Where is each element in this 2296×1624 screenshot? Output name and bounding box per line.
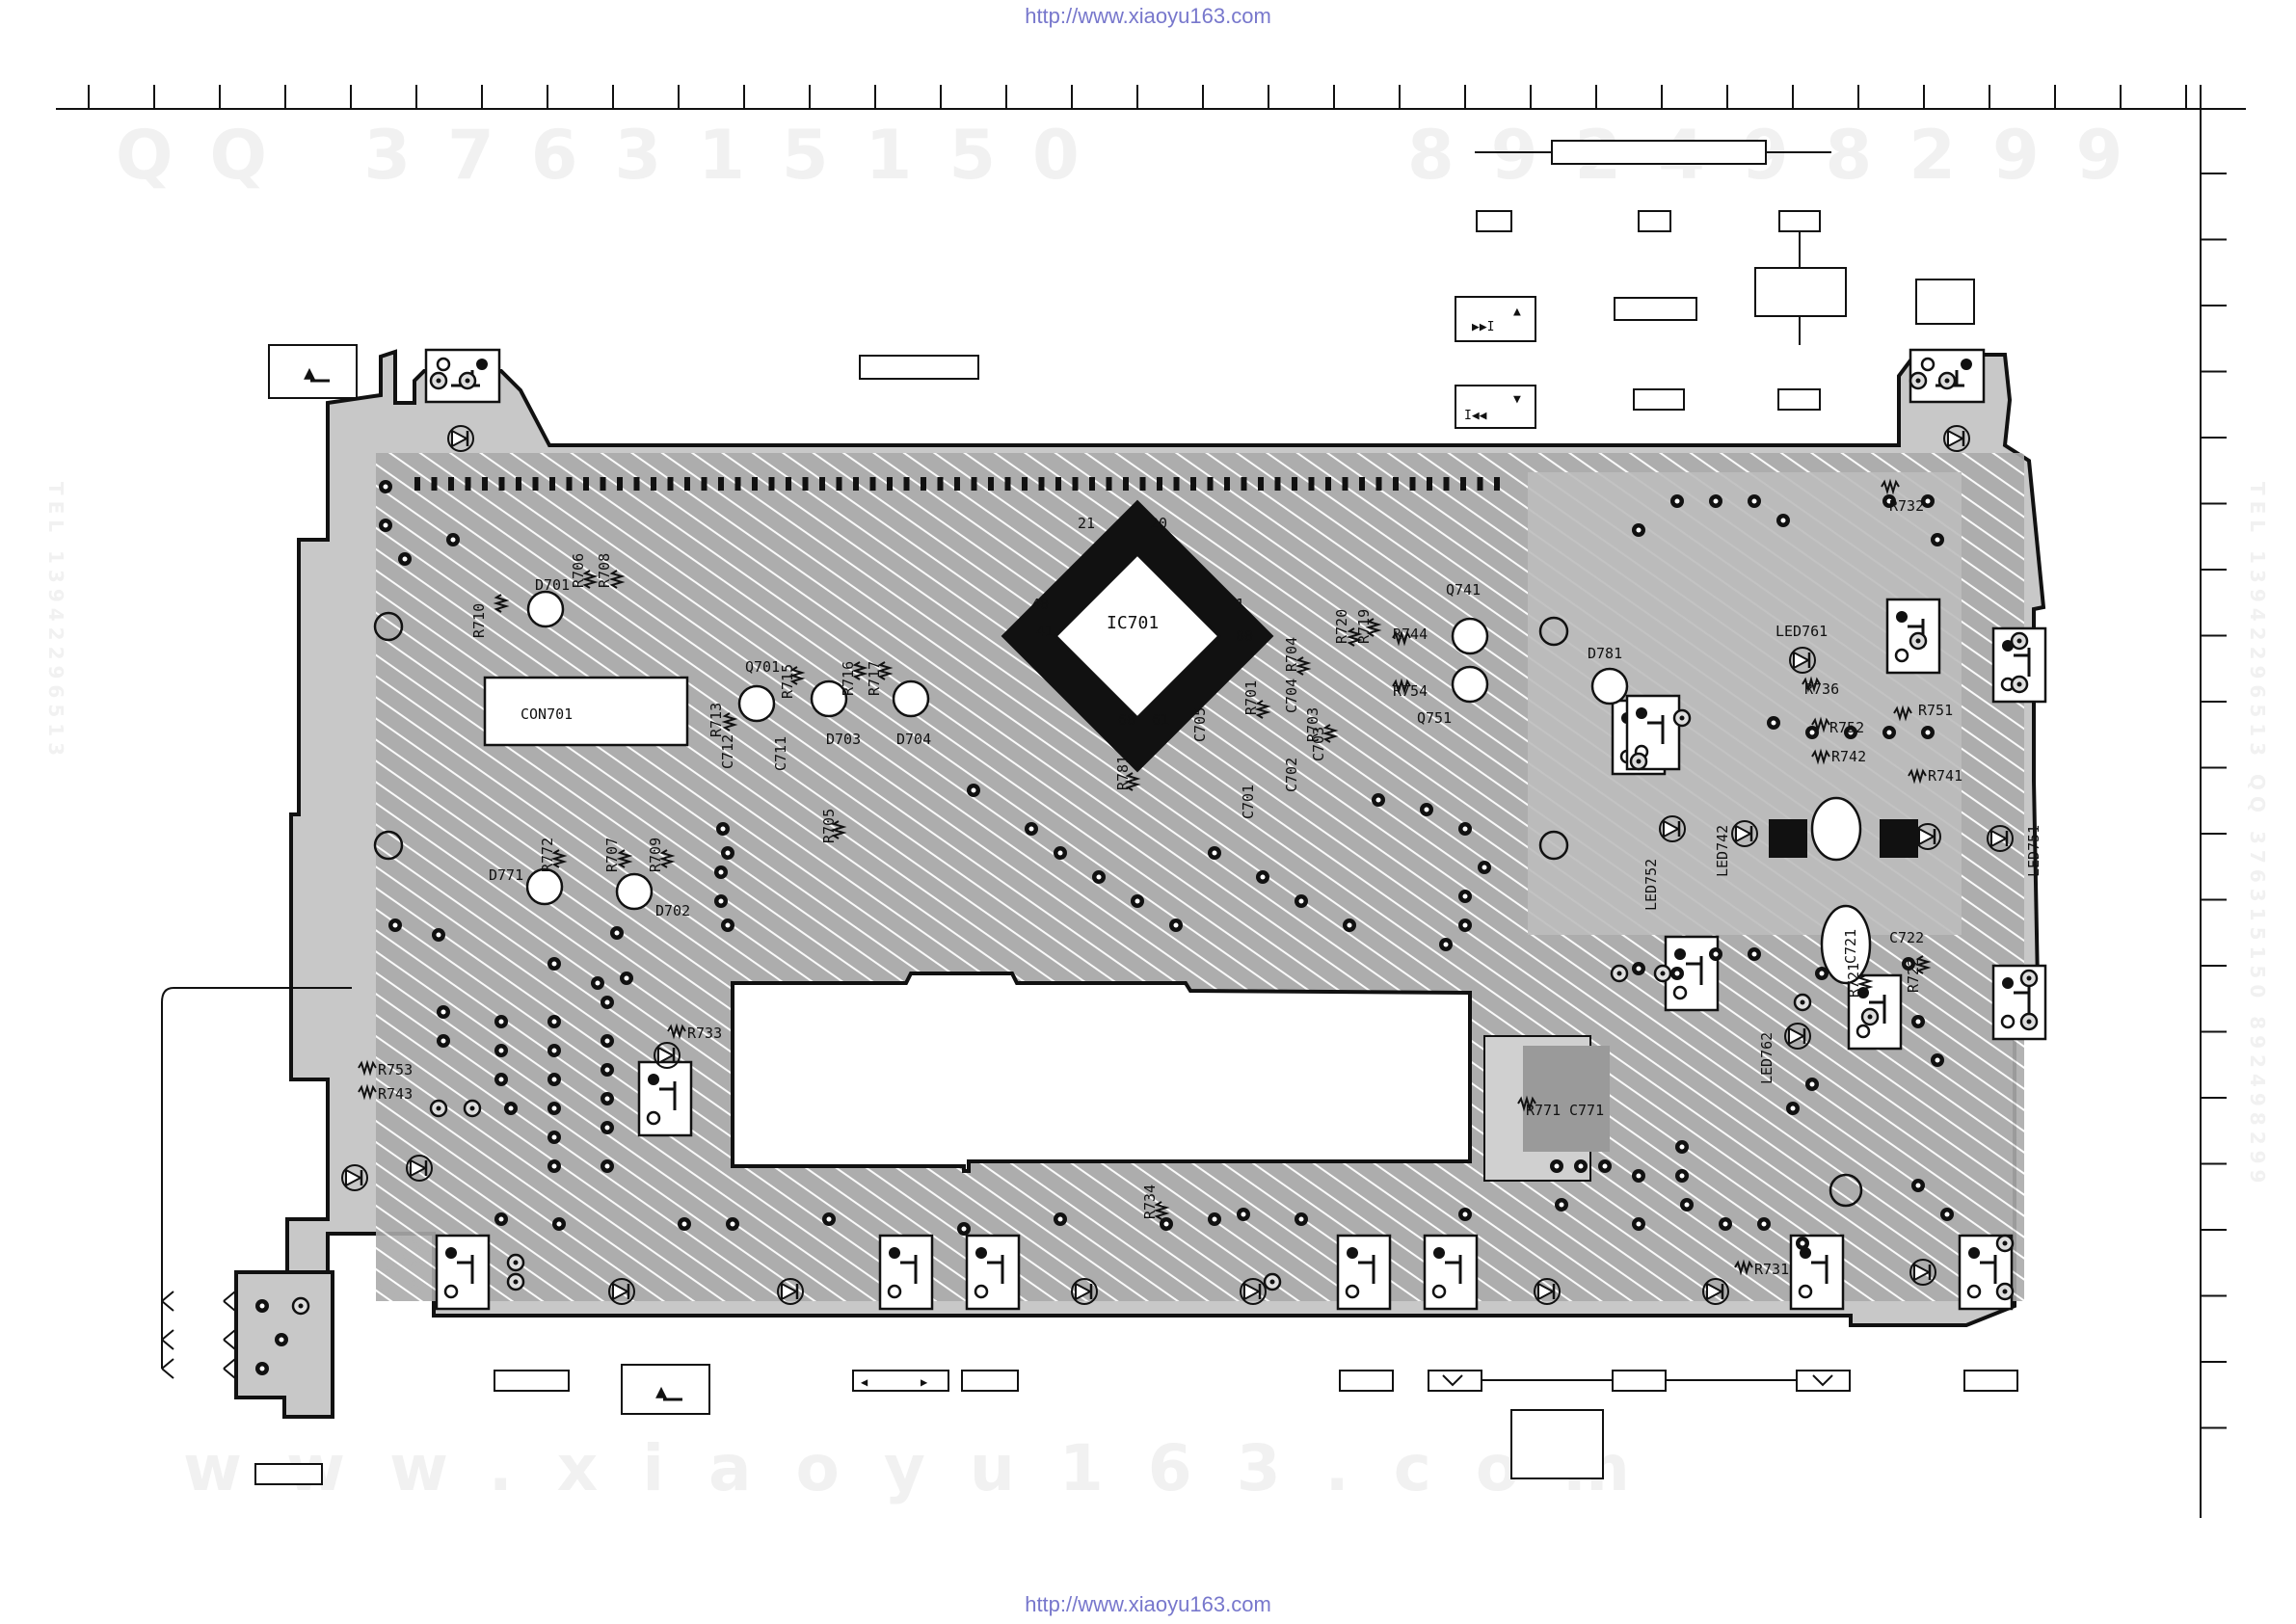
left-wire [161,987,352,1379]
resistor-label: R706 [570,553,587,588]
resistor-label: R781 [1114,756,1132,790]
resistor-label: R753 [378,1061,413,1078]
resistor-label: R772 [539,838,556,872]
pin-21-label: 21 [1078,515,1095,532]
resistor-label: R741 [1928,767,1962,785]
pcb-board [285,348,2047,1327]
capacitor-label: C711 [772,736,789,771]
d771-label: D771 [489,866,523,884]
resistor-label: R703 [1304,707,1322,742]
pin-1-label: 1 [1236,596,1244,613]
eject-symbol-bottom: ▲ [655,1379,667,1402]
watermark-tel-right: TEL 13942296513 QQ 376315150 892498299 [2246,482,2269,1189]
capacitor-label: C701 [1240,785,1257,819]
top-source-url[interactable]: http://www.xiaoyu163.com [1025,4,1271,28]
d704-label: D704 [896,731,931,748]
outside-symbols: ▲ ▶▶I ▲ I◀◀ ▼ ▲ ◀ ▶ [304,305,1521,1402]
ic701-label: IC701 [1107,613,1159,633]
resistor-label: R754 [1393,682,1428,700]
resistor-label: R743 [378,1085,413,1103]
watermark-qq: QQ 376315150 [116,116,1116,195]
resistor-label: R742 [1831,748,1866,765]
resistor-label: R710 [470,603,488,638]
resistor-label: R713 [707,703,725,737]
resistor-label: R752 [1829,719,1864,736]
resistor-label: R720 [1333,609,1350,644]
con701-label: CON701 [521,706,573,723]
resistor-label: R701 [1242,680,1260,715]
capacitor-label: C712 [719,734,736,769]
d702-label: D702 [655,902,690,919]
led761-label: LED761 [1775,623,1828,640]
capacitor-label: C705 [1191,707,1209,742]
resistor-label: R734 [1141,1185,1159,1219]
capacitor-label: C702 [1283,758,1300,792]
resistor-label: R717 [866,661,883,696]
led751-label: LED751 [2025,825,2042,877]
skip-prev-symbol: I◀◀ [1464,409,1487,423]
capacitor-label: C704 [1283,679,1300,713]
resistor-label: R709 [647,838,664,872]
resistor-label: R771 [1526,1102,1561,1119]
d701-label: D701 [535,576,570,594]
d703-label: D703 [826,731,861,748]
pin-20-label: 20 [1150,515,1167,532]
pin-61-label: 61 [1152,711,1169,729]
resistor-label: R736 [1804,680,1839,698]
pin-40-label: 40 [1031,596,1049,613]
q751-label: Q751 [1417,709,1452,727]
d781-label: D781 [1588,645,1622,662]
resistor-label: R705 [820,809,838,843]
resistor-label: R751 [1918,702,1953,719]
down-symbol: ▼ [1513,392,1521,407]
capacitor-label: C703 [1310,727,1327,761]
resistor-label: R716 [840,661,857,696]
watermark-site: www.xiaoyu163.com [183,1431,1674,1505]
q741-label: Q741 [1446,581,1481,599]
pin-80-label: 80 [1236,627,1253,645]
capacitor-label: C721 [1842,929,1859,964]
left-symbol: ◀ [861,1375,868,1389]
resistor-label: R722 [1905,958,1922,993]
up-symbol: ▲ [1513,305,1521,319]
resistor-label: R731 [1754,1261,1789,1278]
resistor-label: R721 [1845,963,1862,998]
capacitor-label: C771 [1569,1102,1604,1119]
bottom-left-connector [234,1270,334,1419]
resistor-label: R704 [1283,637,1300,672]
outside-boxes [254,140,2018,1485]
resistor-label: R707 [603,838,621,872]
bottom-source-url[interactable]: http://www.xiaoyu163.com [1025,1592,1271,1616]
led742-label: LED742 [1714,825,1731,877]
eject-symbol-top: ▲ [304,360,315,384]
resistor-label: R744 [1393,626,1428,643]
component-labels: IC701 CON701 Q701 Q741 Q751 D701 D702 D7… [489,515,2042,1084]
led762-label: LED762 [1758,1032,1775,1084]
capacitor-label: C722 [1889,929,1924,946]
right-symbol: ▶ [921,1375,928,1389]
resistor-label: R715 [779,664,796,699]
watermark-tel-left: TEL 13942296513 [44,482,67,762]
resistor-label: R732 [1889,497,1924,515]
resistor-label: R733 [687,1025,722,1042]
pin-41-label: 41 [1036,623,1054,640]
led752-label: LED752 [1642,859,1660,911]
frame-ruler [56,85,2246,1518]
pin-60-label: 60 [1118,711,1135,729]
skip-next-symbol: ▶▶I [1472,320,1494,334]
q701-label: Q701 [745,658,780,676]
resistor-label: R719 [1355,609,1373,644]
resistor-label: R708 [596,553,613,588]
